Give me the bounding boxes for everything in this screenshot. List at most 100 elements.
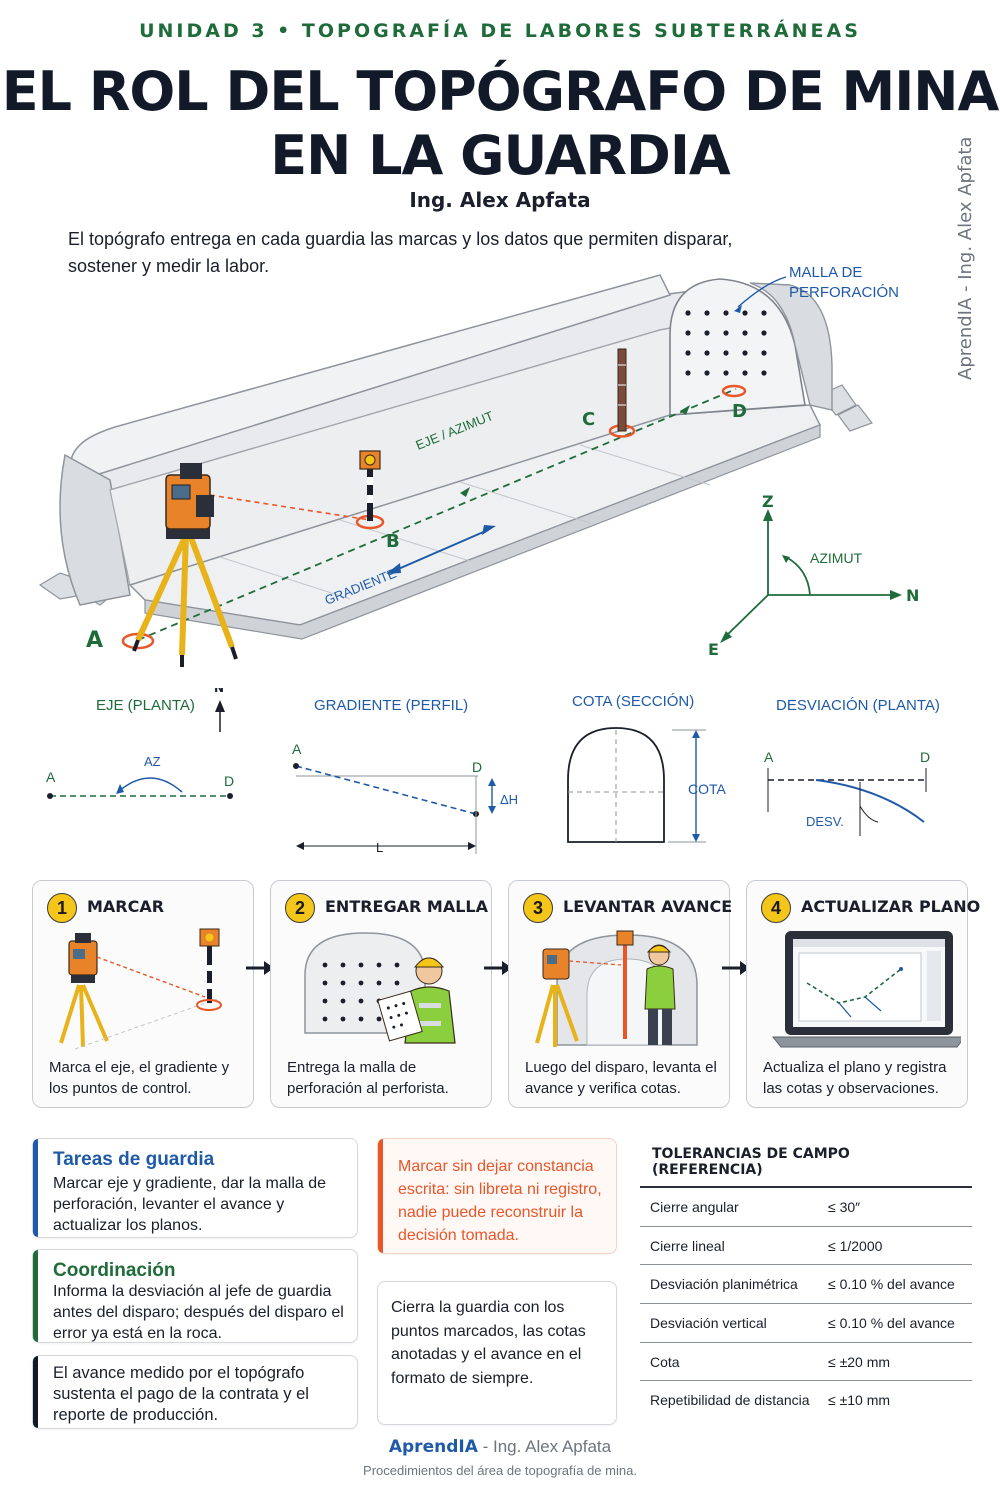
tolerances-table: TOLERANCIAS DE CAMPO (REFERENCIA) Cierre… bbox=[640, 1140, 972, 1420]
card-coordinacion-text: Informa la desviación al jefe de guardia… bbox=[53, 1283, 344, 1342]
drill-hole bbox=[723, 350, 729, 356]
drill-hole bbox=[742, 350, 748, 356]
tolerance-key: Repetibilidad de distancia bbox=[650, 1392, 810, 1409]
total-station-icon bbox=[132, 463, 238, 667]
drill-holes bbox=[685, 310, 767, 376]
tolerance-value: ≤ ±10 mm bbox=[828, 1392, 891, 1409]
footer-brand: AprendIA bbox=[388, 1437, 478, 1457]
view-gradiente-l: L bbox=[376, 840, 383, 855]
survey-crew-icon bbox=[535, 930, 698, 1047]
drill-hole bbox=[340, 962, 346, 968]
tolerance-value: ≤ 1/2000 bbox=[828, 1237, 883, 1254]
step-description: Marca el eje, el gradiente y los puntos … bbox=[49, 1059, 230, 1097]
arrow-icon bbox=[722, 961, 750, 975]
step-number: 3 bbox=[523, 893, 553, 923]
view-gradiente-slope bbox=[295, 765, 477, 815]
card-warning-text: Marcar sin dejar constancia escrita: sin… bbox=[398, 1158, 602, 1244]
drill-hole bbox=[322, 962, 328, 968]
step-number: 2 bbox=[285, 893, 315, 923]
step-marcar: 1 MARCAR Marca el eje, el gradiente y lo… bbox=[32, 880, 254, 1108]
step-title: ACTUALIZAR PLANO bbox=[801, 897, 981, 916]
tolerance-value: ≤ ±20 mm bbox=[828, 1353, 891, 1370]
drill-pattern-icon bbox=[304, 932, 456, 1044]
step-description: Entrega la malla de perforación al perfo… bbox=[287, 1059, 449, 1097]
card-coordinacion: Coordinación Informa la desviación al je… bbox=[32, 1249, 358, 1343]
author: Ing. Alex Apfata bbox=[409, 188, 591, 212]
drill-hole bbox=[322, 1016, 328, 1022]
card-cierre: Cierra la guardia con los puntos marcado… bbox=[377, 1281, 617, 1425]
axis-e-label: E bbox=[708, 640, 719, 659]
tunnel-face-arch bbox=[669, 278, 806, 416]
drill-hole bbox=[704, 330, 710, 336]
coordinate-axes bbox=[724, 517, 892, 638]
process-steps: 1 MARCAR Marca el eje, el gradiente y lo… bbox=[32, 880, 980, 1110]
drill-hole bbox=[723, 310, 729, 316]
axis-z-label: Z bbox=[762, 492, 774, 511]
technical-views: EJE (PLANTA) N AZ A D GRADIENTE (PERFIL)… bbox=[46, 688, 940, 855]
card-warning: Marcar sin dejar constancia escrita: sin… bbox=[377, 1138, 617, 1254]
drill-hole bbox=[742, 370, 748, 376]
drill-hole bbox=[376, 980, 382, 986]
drill-hole bbox=[704, 370, 710, 376]
view-cota-label: COTA bbox=[688, 781, 727, 797]
gradient-arrow bbox=[395, 529, 489, 571]
tunnel-wall-top bbox=[69, 274, 672, 481]
unit-heading: UNIDAD 3 • TOPOGRAFÍA DE LABORES SUBTERR… bbox=[139, 20, 861, 42]
axis-line bbox=[137, 388, 737, 641]
drill-hole bbox=[340, 1016, 346, 1022]
drill-hole bbox=[340, 980, 346, 986]
view-gradiente-title: GRADIENTE (PERFIL) bbox=[314, 697, 468, 714]
card-tareas-text: Marcar eje y gradiente, dar la malla de … bbox=[53, 1175, 327, 1234]
axis-n-label: N bbox=[906, 586, 919, 605]
drill-hole bbox=[394, 980, 400, 986]
footer-credit: AprendIA - Ing. Alex Apfata bbox=[0, 1437, 1000, 1457]
tolerances-title: TOLERANCIAS DE CAMPO (REFERENCIA) bbox=[640, 1140, 972, 1188]
view-cota-section bbox=[567, 727, 665, 843]
drill-hole bbox=[340, 998, 346, 1004]
card-avance: El avance medido por el topógrafo susten… bbox=[32, 1355, 358, 1429]
footer-note: Procedimientos del área de topografía de… bbox=[363, 1463, 637, 1478]
arrow-icon bbox=[484, 961, 512, 975]
card-tareas: Tareas de guardia Marcar eje y gradiente… bbox=[32, 1138, 358, 1238]
step-number: 1 bbox=[47, 893, 77, 923]
tolerance-key: Cota bbox=[650, 1353, 680, 1370]
tolerance-value: ≤ 30″ bbox=[828, 1199, 861, 1215]
view-eje-arc bbox=[117, 777, 183, 793]
drill-hole bbox=[685, 350, 691, 356]
drill-hole bbox=[322, 998, 328, 1004]
range-pole-c bbox=[617, 348, 627, 432]
view-desv-curve bbox=[815, 779, 925, 823]
table-row: Desviación vertical≤ 0.10 % del avance bbox=[640, 1304, 972, 1343]
step-actualizar-plano: 4 ACTUALIZAR PLANO Actualiza el plano y … bbox=[746, 880, 980, 1108]
axis-azimut-label: AZIMUT bbox=[810, 550, 863, 566]
drill-hole bbox=[742, 310, 748, 316]
view-eje-title: EJE (PLANTA) bbox=[96, 697, 195, 714]
step-description: Luego del disparo, levanta el avance y v… bbox=[525, 1059, 717, 1097]
title-line-1: EL ROL DEL TOPÓGRAFO DE MINA bbox=[1, 60, 1000, 123]
step-number: 4 bbox=[761, 893, 791, 923]
drill-hole bbox=[723, 370, 729, 376]
footer-author: - Ing. Alex Apfata bbox=[477, 1437, 612, 1456]
table-row: Cierre lineal ≤ 1/2000 bbox=[640, 1227, 972, 1266]
step-title: LEVANTAR AVANCE bbox=[563, 897, 733, 916]
tolerance-key: Desviación planimétrica bbox=[650, 1276, 798, 1293]
drill-hole bbox=[358, 1016, 364, 1022]
intro-text: El topógrafo entrega en cada guardia las… bbox=[68, 229, 733, 276]
view-eje-d: D bbox=[224, 773, 234, 789]
drill-hole bbox=[322, 980, 328, 986]
table-row: Cota ≤ ±20 mm bbox=[640, 1343, 972, 1382]
arrow-icon bbox=[246, 961, 274, 975]
tolerance-key: Cierre lineal bbox=[650, 1237, 725, 1254]
tunnel-left-wall bbox=[59, 453, 131, 606]
card-coordinacion-title: Coordinación bbox=[53, 1260, 176, 1281]
view-desv-a: A bbox=[764, 749, 774, 765]
view-eje-n: N bbox=[214, 688, 224, 695]
drill-hole bbox=[685, 330, 691, 336]
drill-hole bbox=[761, 350, 767, 356]
view-gradiente-a: A bbox=[292, 741, 302, 757]
drill-hole bbox=[742, 330, 748, 336]
drill-hole bbox=[358, 980, 364, 986]
tolerance-key: Desviación vertical bbox=[650, 1315, 767, 1332]
card-avance-text: El avance medido por el topógrafo susten… bbox=[53, 1364, 309, 1424]
page-title: EL ROL DEL TOPÓGRAFO DE MINA EN LA GUARD… bbox=[0, 60, 1000, 188]
